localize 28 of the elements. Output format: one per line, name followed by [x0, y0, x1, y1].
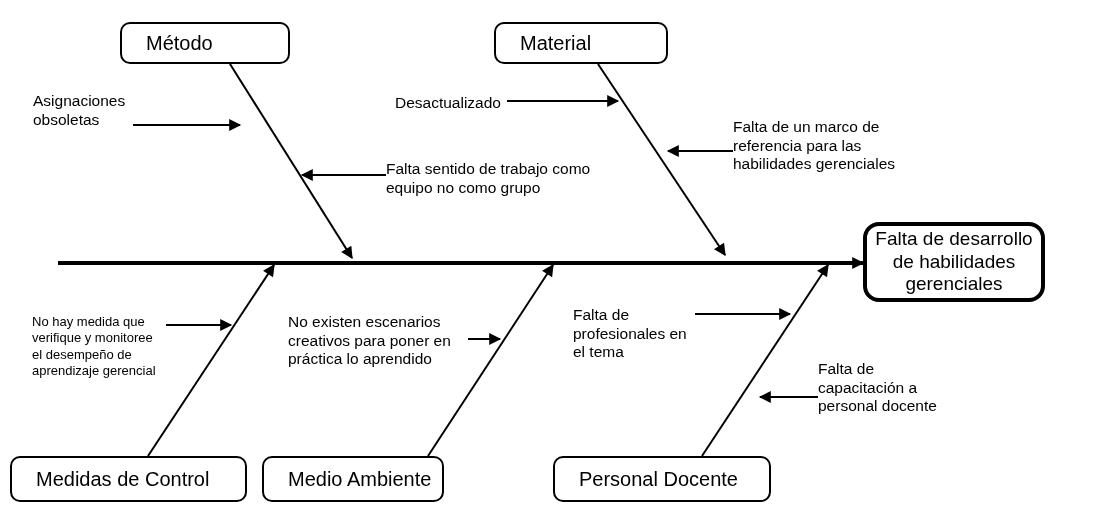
- arrow: [666, 145, 734, 157]
- cause-text: Asignaciones obsoletas: [33, 92, 133, 130]
- bone-arrow: [147, 264, 275, 457]
- effect-box: Falta de desarrollo de habilidades gerenciales: [863, 222, 1045, 302]
- cause-text: Falta de profesionales en el tema: [573, 306, 695, 362]
- cause-text: No existen escenarios creativos para poner en práctica lo aprendido: [288, 313, 468, 369]
- cause-text: Desactualizado: [395, 94, 507, 113]
- category-box: Medidas de Control: [10, 456, 247, 502]
- bone-arrow: [597, 63, 726, 256]
- arrow: [165, 319, 233, 331]
- bone-arrow: [427, 264, 554, 457]
- cause-text: Falta sentido de trabajo como equipo no como grupo: [386, 160, 611, 198]
- category-box: Personal Docente: [553, 456, 771, 502]
- bone-arrow: [701, 264, 829, 457]
- arrow: [467, 333, 502, 345]
- cause-text: No hay medida que verifique y monitoree el desempeño de aprendizaje gerencial: [32, 314, 166, 379]
- arrow: [300, 169, 387, 181]
- category-box: Método: [120, 22, 290, 64]
- arrow: [132, 119, 242, 131]
- arrow: [758, 391, 819, 403]
- bone-arrow: [229, 63, 353, 259]
- cause-text: Falta de un marco de referencia para las habilidades gerenciales: [733, 118, 911, 174]
- category-box: Material: [494, 22, 668, 64]
- arrow: [506, 95, 620, 107]
- cause-text: Falta de capacitación a personal docente: [818, 360, 946, 416]
- arrow: [694, 308, 792, 320]
- spine-arrow: [58, 257, 865, 269]
- category-box: Medio Ambiente: [262, 456, 444, 502]
